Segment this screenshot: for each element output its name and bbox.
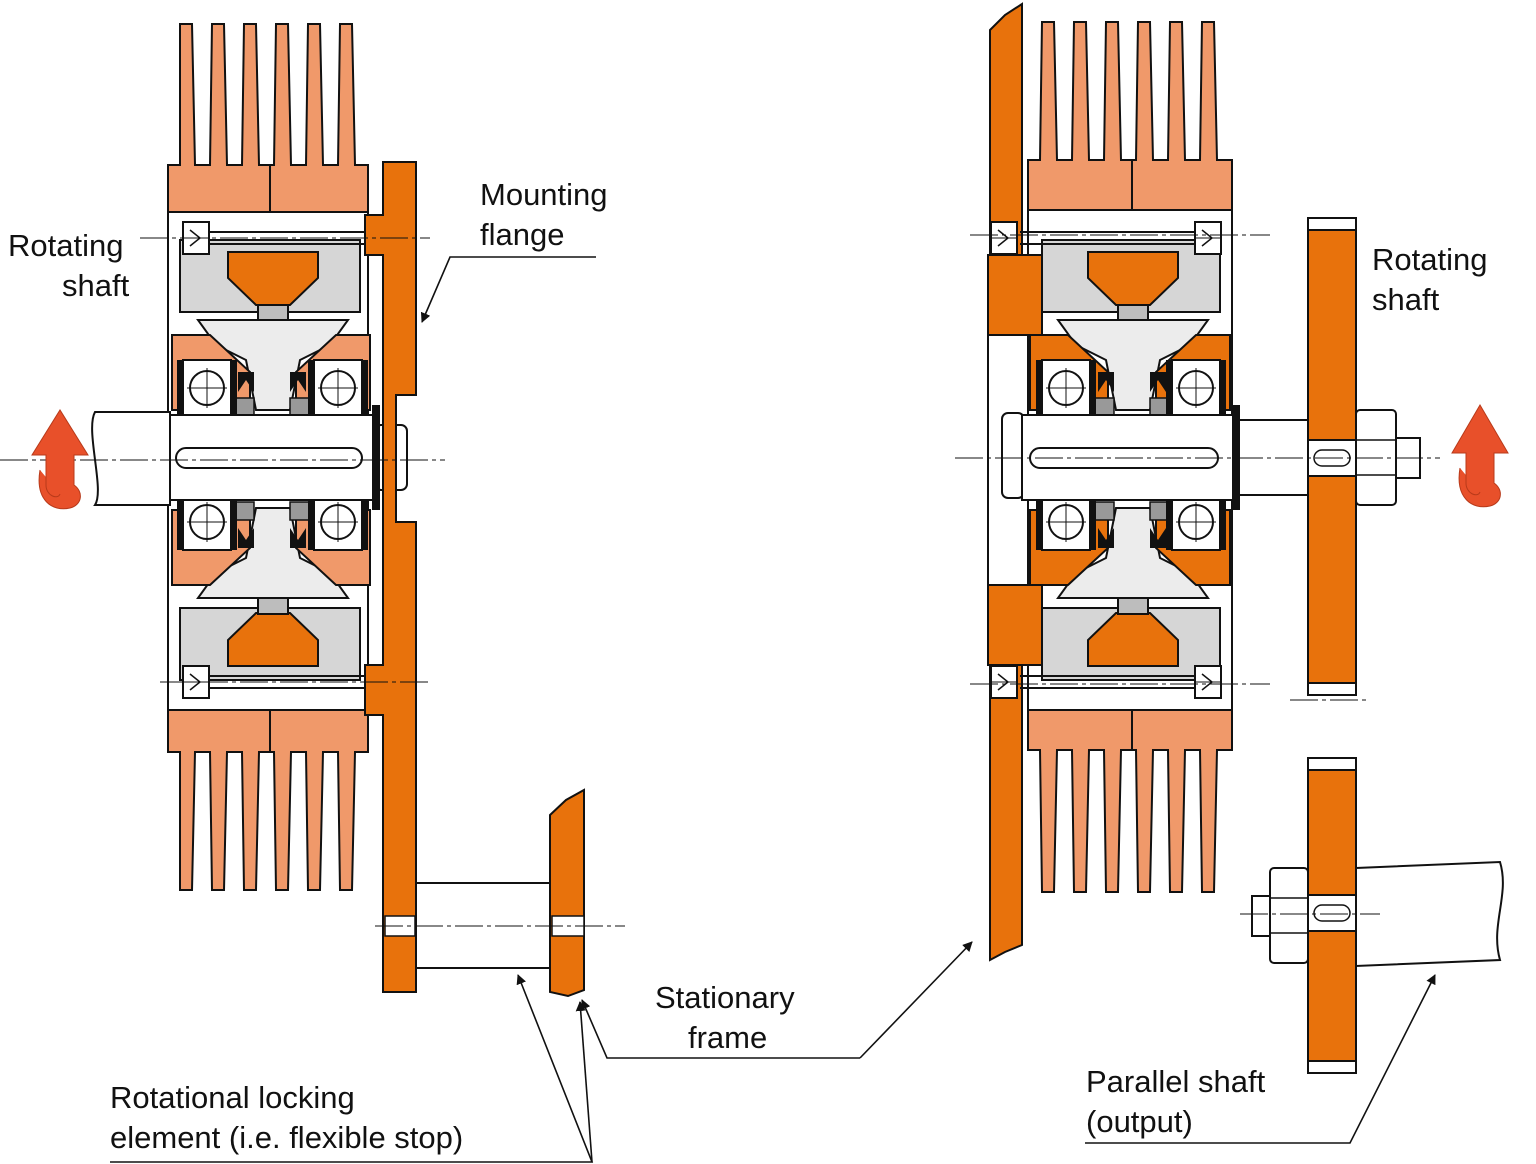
rotational-locking-label-line2: element (i.e. flexible stop)	[110, 1120, 464, 1155]
parallel-shaft-label-line2: (output)	[1086, 1104, 1193, 1139]
rotating-shaft-right-label-line2: shaft	[1372, 282, 1440, 317]
rotation-arrow-icon	[31, 409, 89, 510]
rotating-shaft-left-label-line1: Rotating	[8, 228, 124, 263]
rotating-shaft-right-label-line1: Rotating	[1372, 242, 1488, 277]
left-bottom-heatsink	[167, 709, 369, 891]
left-coupling-assembly	[0, 23, 625, 998]
leader-arrow-icon	[110, 256, 1436, 1163]
stationary-frame-label-line1: Stationary	[655, 980, 795, 1015]
left-top-heatsink	[167, 23, 369, 213]
rotating-shaft-left-label-line2: shaft	[62, 268, 130, 303]
rotational-locking-label-line1: Rotational locking	[110, 1080, 355, 1115]
mounting-flange-label-line1: Mounting	[480, 177, 608, 212]
rotation-arrow-icon	[1451, 404, 1509, 508]
parallel-shaft-label-line1: Parallel shaft	[1086, 1064, 1266, 1099]
mounting-flange-label-line2: flange	[480, 217, 565, 252]
stationary-frame-label-line2: frame	[688, 1020, 768, 1055]
right-coupling-assembly	[955, 2, 1509, 1074]
